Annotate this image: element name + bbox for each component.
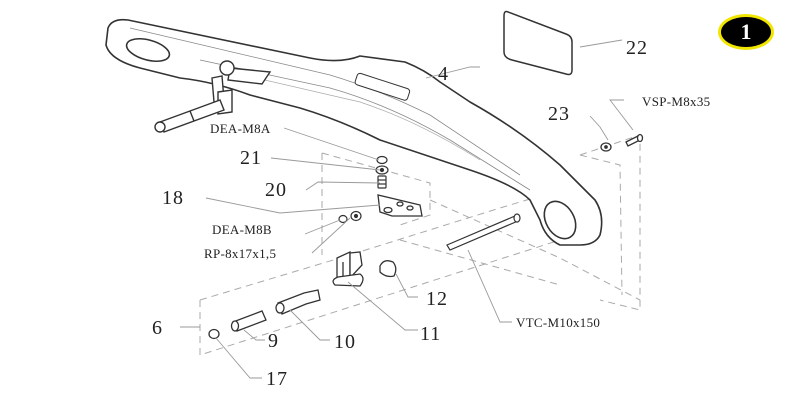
callout-11: 11: [420, 323, 442, 345]
callout-rp-8x17x1-5: RP-8x17x1,5: [204, 246, 277, 261]
lever-assembly: [154, 60, 272, 133]
brand-plate: [354, 72, 411, 101]
callout-dea-m8a: DEA-M8A: [210, 121, 271, 136]
callout-17: 17: [266, 368, 288, 390]
part-11-clamp: [332, 250, 364, 287]
callout-12: 12: [426, 288, 448, 310]
part-17-nut: [208, 328, 220, 340]
callout-22: 22: [626, 37, 648, 59]
dea-m8b-rp-set: [338, 210, 362, 224]
part-23-washer: [600, 142, 612, 152]
upper-fastener-stack: [375, 155, 389, 189]
callout-6: 6: [152, 317, 163, 339]
part-18-bracket: [377, 194, 423, 217]
callout-dea-m8b: DEA-M8B: [212, 222, 272, 237]
callout-18: 18: [162, 187, 184, 209]
callout-9: 9: [268, 330, 279, 352]
part-9-tube: [230, 310, 267, 332]
part-10-sleeve: [275, 289, 321, 315]
callout-vsp-m8x35: VSP-M8x35: [642, 94, 711, 109]
badge-number: 1: [740, 19, 752, 44]
callout-10: 10: [334, 331, 356, 353]
callout-23: 23: [548, 103, 570, 125]
callout-4: 4: [438, 63, 449, 85]
leader-lines: [180, 39, 634, 379]
page-number-badge: 1: [718, 14, 774, 50]
vsp-bolt: [625, 133, 644, 147]
part-12-cap: [379, 260, 397, 278]
callout-20: 20: [265, 179, 287, 201]
callout-21: 21: [240, 147, 262, 169]
callout-vtc-m10x150: VTC-M10x150: [516, 315, 601, 330]
part-22-pad: [503, 10, 573, 76]
vtc-long-bolt: [446, 213, 521, 251]
